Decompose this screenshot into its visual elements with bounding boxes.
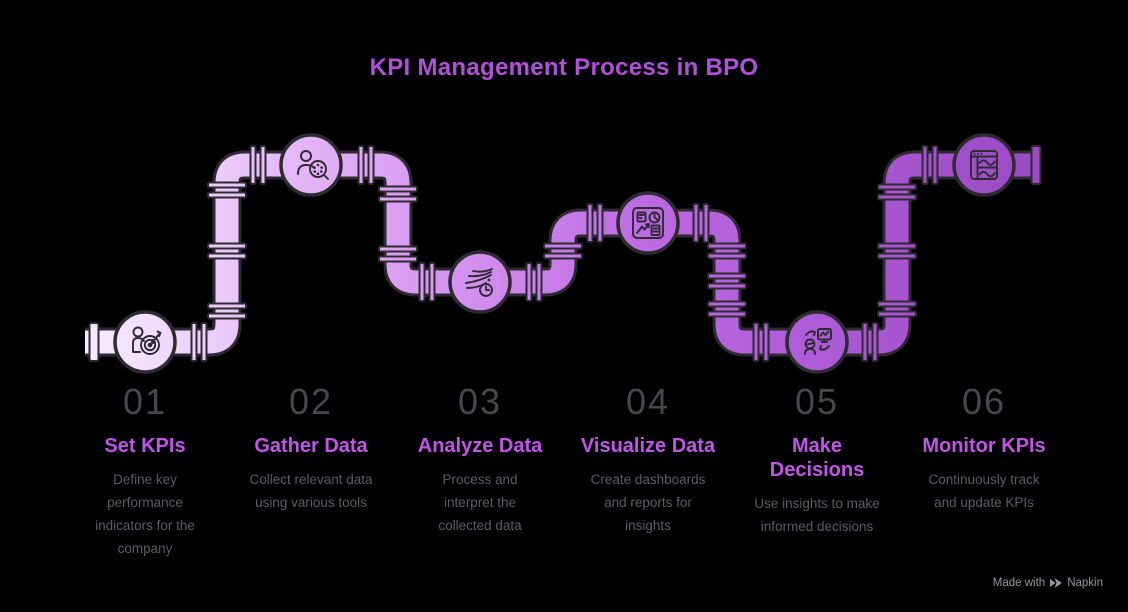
pipe-flange [418,262,436,302]
pipe-flange [877,300,917,318]
browser-waves-icon [970,150,998,180]
pipe-flange [378,245,418,263]
step-node-3 [448,250,512,314]
person-search-icon [297,150,329,180]
pipe-flange [752,322,770,362]
step-column-6: 06 Monitor KPIs Continuously track and u… [894,384,1074,515]
pipe-flange [190,322,208,362]
step-number: 04 [625,381,671,422]
step-title: Visualize Data [580,435,716,457]
step-description: Define key performance indicators for th… [95,472,195,556]
napkin-logo-icon [1050,578,1063,588]
pipe-flange [877,183,917,201]
pipe-flange [861,322,879,362]
pipe-flange [357,145,375,185]
step-title: Gather Data [254,435,368,457]
page-title: KPI Management Process in BPO [369,54,759,81]
person-target-icon [132,326,162,355]
watermark-brand: Napkin [1067,577,1103,589]
step-title: Set KPIs [104,435,186,457]
pipe-flange [543,242,583,260]
pipe-flange [707,242,747,260]
step-number: 05 [794,381,840,422]
pipe-end-cap [1030,145,1042,185]
step-description: Collect relevant data using various tool… [249,472,373,510]
step-node-4 [616,191,680,255]
step-number: 02 [288,381,334,422]
pipe-flange [586,203,604,243]
pipe-flange [692,203,710,243]
pipe-flange [921,145,939,185]
pipe-end-cap [88,322,100,362]
step-column-4: 04 Visualize Data Create dashboards and … [558,384,738,538]
step-node-5 [785,310,849,374]
step-number: 06 [961,381,1007,422]
step-number: 01 [122,381,168,422]
flow-analysis-clock-icon [465,268,493,297]
step-column-5: 05 Make Decisions Use insights to make i… [727,384,907,539]
pipe-flanges [88,145,1042,362]
pipe-flange [207,242,247,260]
pipe-flange [207,302,247,320]
step-node-6 [952,133,1016,197]
pipe-flange [378,185,418,203]
pipe-flange [207,181,247,199]
step-column-2: 02 Gather Data Collect relevant data usi… [221,384,401,515]
person-monitor-sync-icon [804,328,832,355]
watermark-text: Made with [992,577,1046,589]
step-description: Continuously track and update KPIs [928,472,1040,510]
step-title: Make Decisions [769,435,865,481]
step-title: Analyze Data [417,435,543,457]
pipe-flange [707,300,747,318]
step-description: Process and interpret the collected data [438,472,522,533]
dashboard-charts-icon [632,207,664,239]
step-column-1: 01 Set KPIs Define key performance indic… [55,384,235,561]
pipe-flange [707,272,747,290]
pipe-flange [249,145,267,185]
step-description: Create dashboards and reports for insigh… [590,472,706,533]
pipe-flange [877,242,917,260]
step-column-3: 03 Analyze Data Process and interpret th… [390,384,570,538]
step-number: 03 [457,381,503,422]
step-description: Use insights to make informed decisions [754,496,880,534]
pipe-flange [525,262,543,302]
made-with-watermark: Made with Napkin [993,577,1103,589]
step-title: Monitor KPIs [922,435,1046,457]
